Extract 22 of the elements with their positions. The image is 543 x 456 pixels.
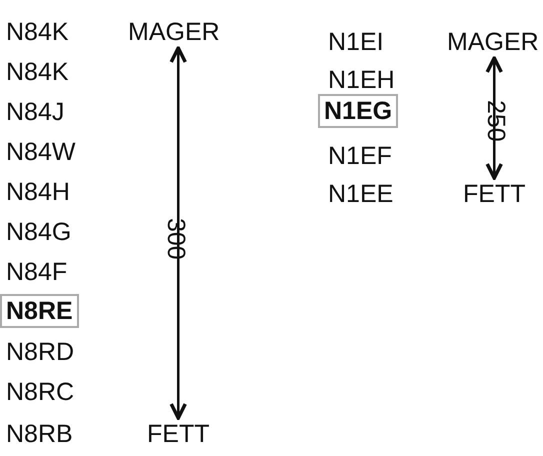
code-label: N84J bbox=[6, 98, 64, 126]
double-arrow bbox=[170, 46, 187, 420]
code-label: N1EH bbox=[328, 66, 395, 94]
code-label: N84K bbox=[6, 18, 69, 46]
code-label: N1EE bbox=[328, 180, 394, 208]
highlighted-code-box: N8RE bbox=[0, 294, 79, 328]
code-label: N84G bbox=[6, 218, 72, 246]
code-label: N1EF bbox=[328, 142, 392, 170]
double-arrow bbox=[486, 56, 503, 180]
code-label: N8RB bbox=[6, 420, 73, 448]
scale-end-label: MAGER bbox=[447, 28, 539, 56]
code-label: N84W bbox=[6, 138, 76, 166]
code-label: N84K bbox=[6, 58, 69, 86]
scale-end-label: FETT bbox=[463, 180, 526, 208]
code-label: N8RD bbox=[6, 338, 74, 366]
scale-end-label: FETT bbox=[147, 420, 210, 448]
highlighted-code-box: N1EG bbox=[318, 94, 398, 128]
code-label: N84H bbox=[6, 178, 70, 206]
code-label: N8RC bbox=[6, 378, 74, 406]
code-label: N1EI bbox=[328, 28, 384, 56]
code-label: N84F bbox=[6, 258, 68, 286]
scale-end-label: MAGER bbox=[128, 18, 220, 46]
